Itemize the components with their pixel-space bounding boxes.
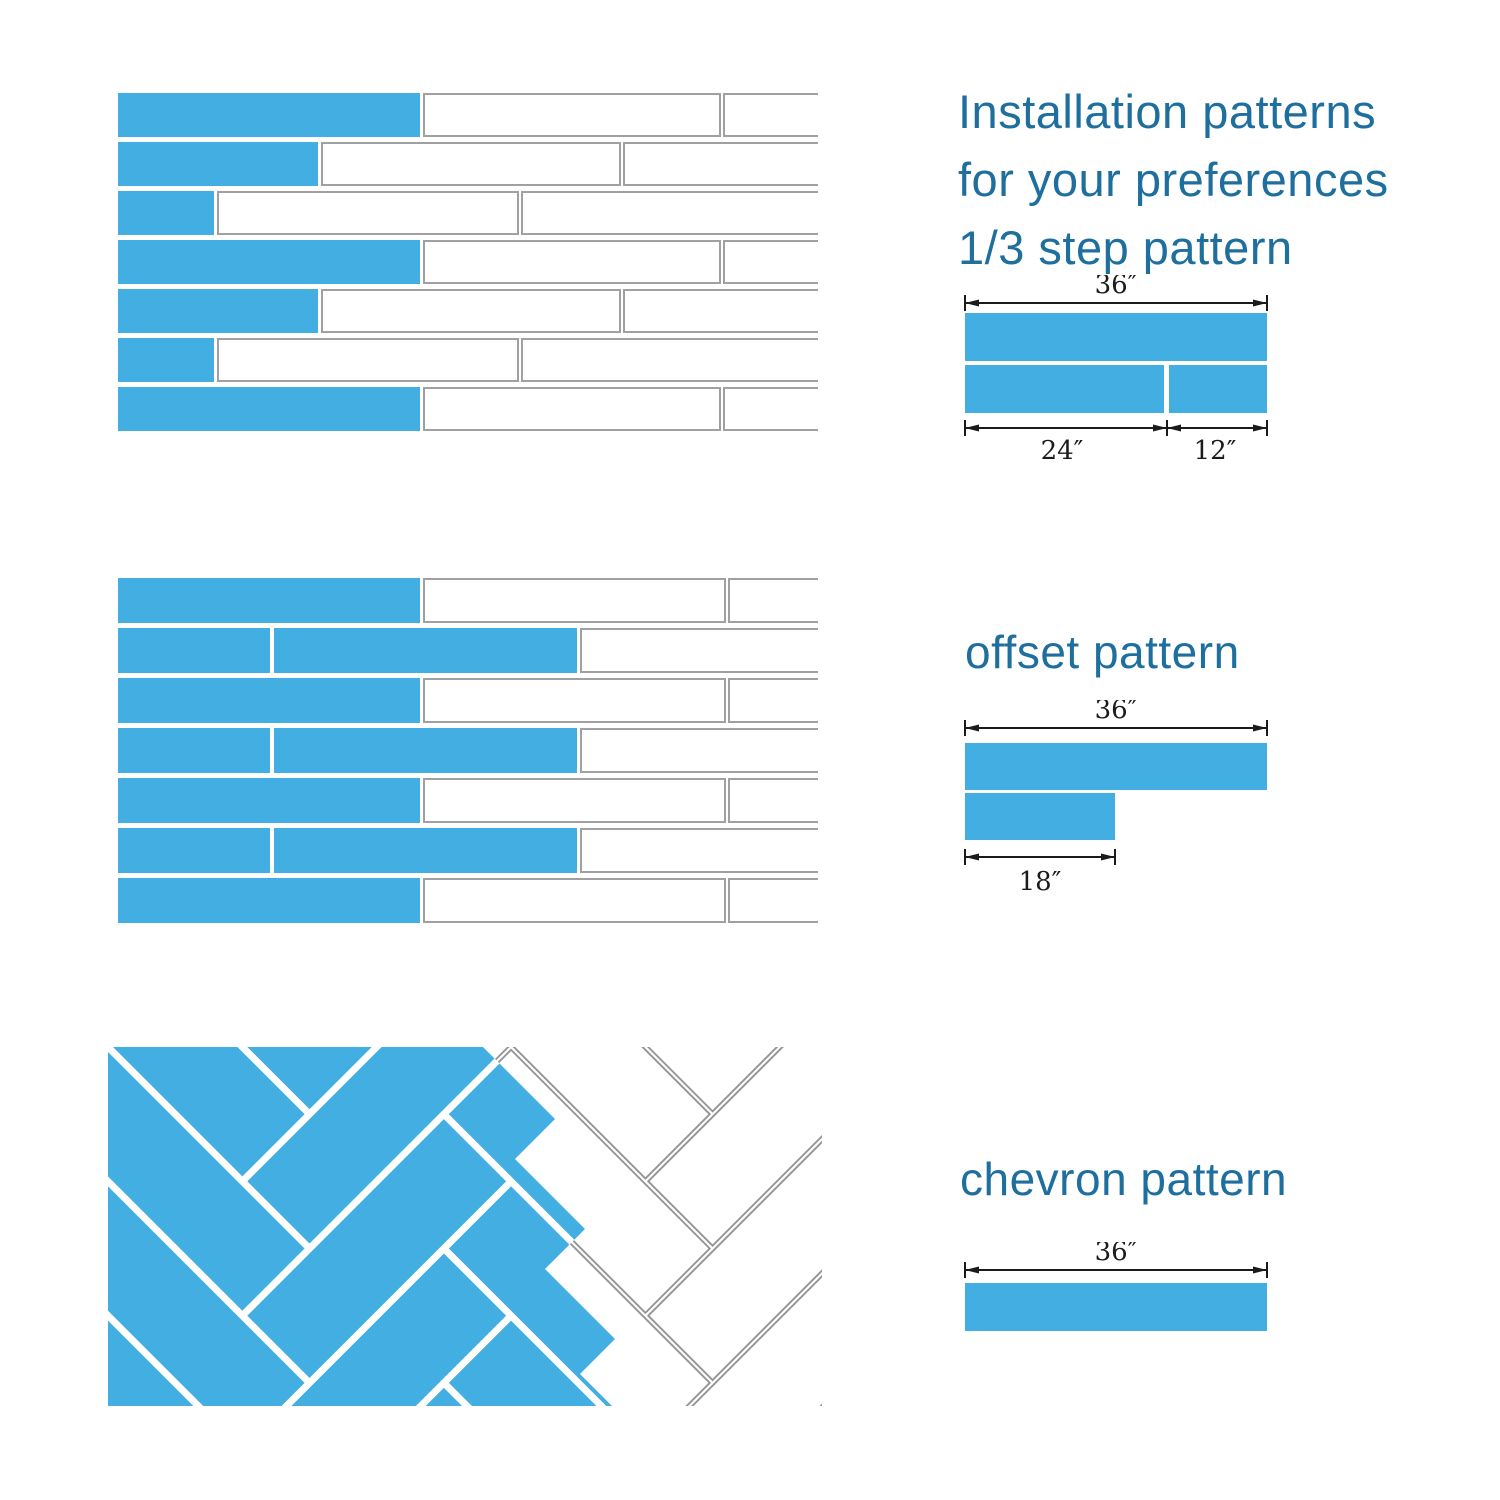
offset-heading: offset pattern bbox=[965, 626, 1240, 678]
dimension-line-36 bbox=[964, 720, 1268, 736]
step-pattern-graphic bbox=[118, 93, 818, 431]
herringbone-blue-area bbox=[108, 1047, 615, 1406]
plank-36 bbox=[965, 743, 1267, 790]
title-line-3: 1/3 step pattern bbox=[958, 221, 1293, 274]
plank-12 bbox=[1169, 365, 1267, 413]
dim-label-36: 36″ bbox=[1095, 700, 1138, 725]
title-line-2: for your preferences bbox=[958, 153, 1389, 206]
dimension-line-24-12 bbox=[964, 420, 1268, 436]
dimension-line-18 bbox=[964, 849, 1116, 865]
dimension-line-36 bbox=[964, 295, 1268, 311]
plank-36 bbox=[965, 313, 1267, 361]
offset-pattern-graphic bbox=[118, 578, 818, 923]
chevron-plank-size-diagram: 36″ bbox=[964, 1242, 1268, 1331]
dim-label-24: 24″ bbox=[1041, 436, 1084, 466]
chevron-heading: chevron pattern bbox=[960, 1153, 1288, 1205]
chevron-pattern-graphic bbox=[108, 1047, 822, 1406]
dim-label-36: 36″ bbox=[1095, 1242, 1138, 1267]
dim-label-12: 12″ bbox=[1194, 436, 1237, 466]
plank-18 bbox=[965, 793, 1115, 840]
dim-label-36: 36″ bbox=[1095, 275, 1138, 300]
step-plank-size-diagram: 36″ 24″ 12″ bbox=[964, 275, 1268, 466]
dimension-line-36 bbox=[964, 1262, 1268, 1278]
page-title: Installation patterns for your preferenc… bbox=[958, 78, 1428, 282]
offset-plank-size-diagram: 36″ 18″ bbox=[964, 700, 1268, 897]
plank-36 bbox=[965, 1283, 1267, 1331]
plank-24 bbox=[965, 365, 1164, 413]
title-line-1: Installation patterns bbox=[958, 85, 1377, 138]
dim-label-18: 18″ bbox=[1019, 867, 1062, 897]
